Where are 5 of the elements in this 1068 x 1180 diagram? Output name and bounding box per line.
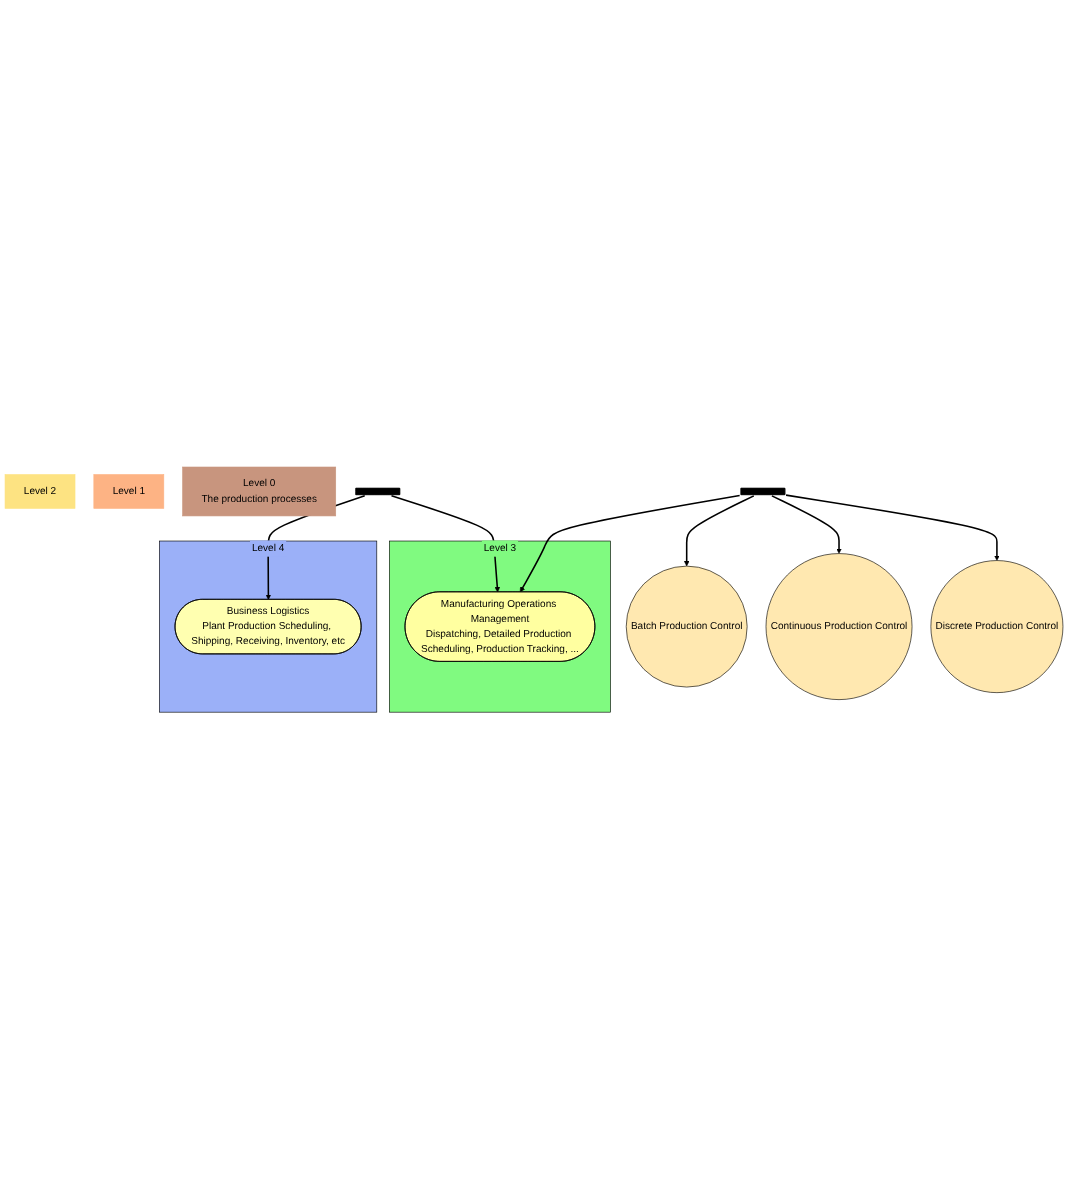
arrow	[390, 495, 501, 593]
arrow	[519, 495, 741, 593]
arrow	[771, 495, 842, 555]
arrow	[785, 494, 1000, 562]
arrow	[683, 495, 755, 567]
